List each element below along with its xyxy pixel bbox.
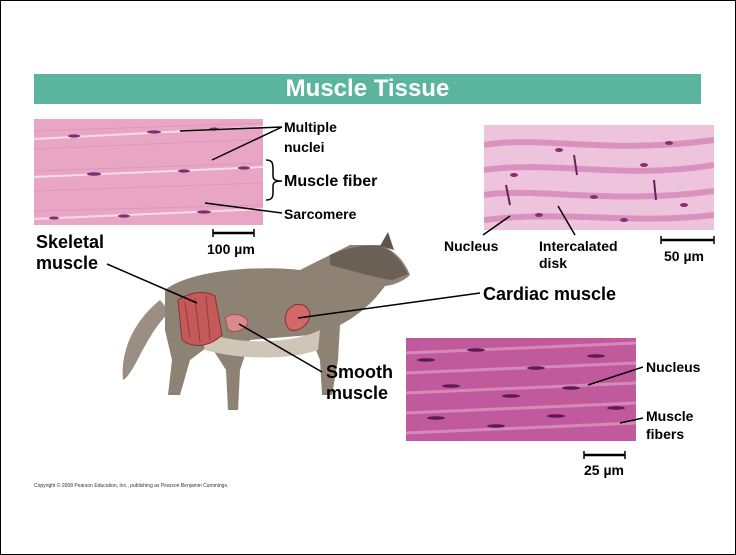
sarcomere-label: Sarcomere bbox=[284, 206, 356, 222]
skeletal-muscle-label-line1: Skeletal bbox=[36, 232, 104, 253]
skeletal-muscle-label-line2: muscle bbox=[36, 253, 98, 274]
smooth-muscle-label-line1: Smooth bbox=[326, 362, 393, 383]
cardiac-muscle-label: Cardiac muscle bbox=[483, 284, 616, 305]
cardiac-nucleus-label: Nucleus bbox=[444, 238, 498, 254]
smooth-scale-label: 25 µm bbox=[584, 462, 624, 478]
smooth-nucleus-label: Nucleus bbox=[646, 359, 700, 375]
intercalated-disk-label-line1: Intercalated bbox=[539, 238, 618, 254]
skeletal-scale-label: 100 µm bbox=[207, 241, 255, 257]
muscle-fibers-label-line2: fibers bbox=[646, 426, 684, 442]
smooth-muscle-label-line2: muscle bbox=[326, 383, 388, 404]
cardiac-scale-label: 50 µm bbox=[664, 248, 704, 264]
muscle-fiber-label: Muscle fiber bbox=[284, 172, 377, 191]
intercalated-disk-label-line2: disk bbox=[539, 255, 567, 271]
multiple-nuclei-label-line1: Multiple bbox=[284, 119, 337, 135]
muscle-fibers-label-line1: Muscle bbox=[646, 408, 693, 424]
copyright-text: Copyright © 2008 Pearson Education, Inc.… bbox=[34, 483, 228, 489]
multiple-nuclei-label-line2: nuclei bbox=[284, 139, 324, 155]
